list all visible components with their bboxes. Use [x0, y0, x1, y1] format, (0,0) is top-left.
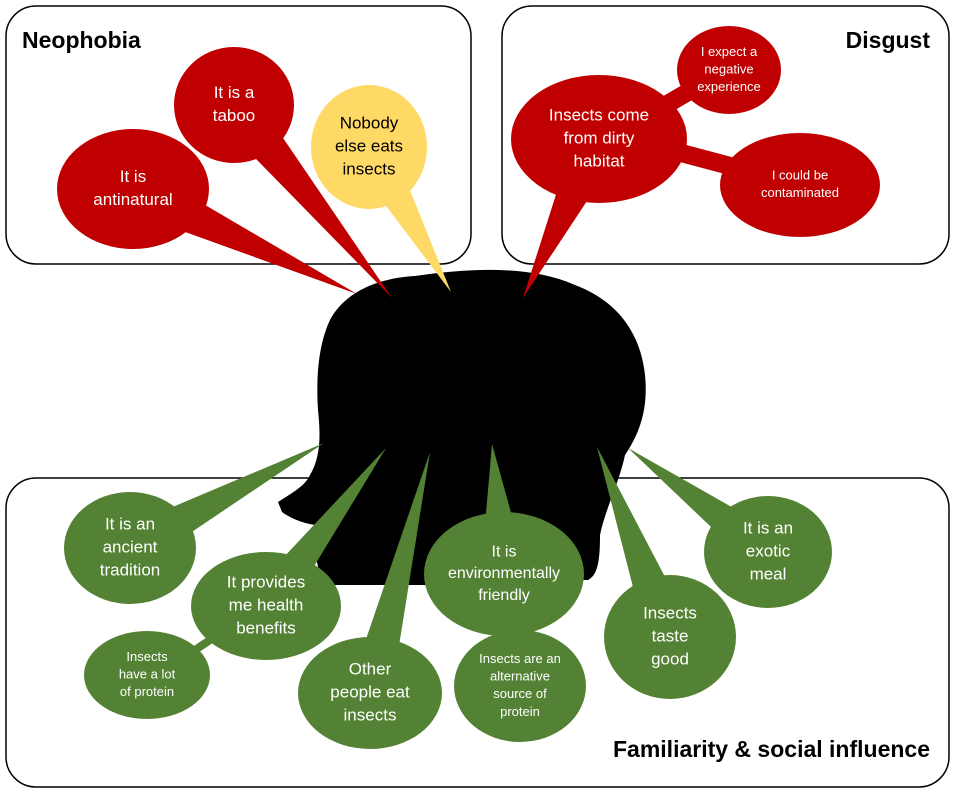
disgust-title: Disgust — [846, 27, 931, 53]
bubble-environmentally-friendly-text-line: It is — [492, 544, 517, 561]
bubble-taboo: It is a taboo — [174, 47, 392, 298]
bubble-environmentally-friendly-body — [424, 512, 584, 636]
bubble-nobody-else-text-line: insects — [343, 159, 396, 178]
bubble-lot-of-protein-text-line: of protein — [120, 684, 174, 699]
bubble-taste-good-body — [604, 575, 736, 699]
speech-bubbles: It is antinatural It is a taboo Nobody else e… — [57, 26, 880, 749]
bubble-taste-good-text-line: Insects — [643, 604, 697, 623]
familiarity-title: Familiarity & social influence — [613, 736, 930, 762]
bubble-contaminated-text-line: I could be — [772, 168, 828, 183]
bubble-negative-experience-text-line: I expect a — [701, 44, 758, 59]
bubble-nobody-else-body — [311, 85, 427, 209]
bubble-lot-of-protein: Insects have a lot of protein — [84, 631, 210, 719]
bubble-other-people: Other people eat insects — [298, 452, 442, 749]
bubble-antinatural: It is antinatural — [57, 129, 357, 294]
neophobia-title: Neophobia — [22, 27, 141, 53]
bubble-ancient-tradition-body — [64, 492, 196, 604]
bubble-dirty-habitat-body — [511, 75, 687, 203]
bubble-health-benefits-text-line: me health — [229, 595, 304, 614]
bubble-alternative-protein-text-line: Insects are an — [479, 651, 561, 666]
bubble-contaminated-body — [720, 133, 880, 237]
bubble-lot-of-protein-body — [84, 631, 210, 719]
bubble-other-people-text-line: insects — [344, 705, 397, 724]
bubble-nobody-else: Nobody else eats insects — [311, 85, 451, 292]
bubble-negative-experience-body — [677, 26, 781, 114]
bubble-negative-experience-text-line: experience — [697, 79, 761, 94]
bubble-dirty-habitat: Insects come from dirty habitat — [511, 75, 687, 298]
bubble-lot-of-protein-text-line: Insects — [126, 649, 168, 664]
bubble-other-people-text-line: people eat — [330, 682, 410, 701]
bubble-exotic-meal-text-line: exotic — [746, 541, 791, 560]
bubble-ancient-tradition-text-line: tradition — [100, 560, 160, 579]
bubble-taste-good-text-line: taste — [652, 626, 689, 645]
bubble-exotic-meal: It is an exotic meal — [628, 448, 832, 608]
bubble-dirty-habitat-text-line: habitat — [573, 151, 624, 170]
bubble-exotic-meal-text-line: meal — [750, 564, 787, 583]
bubble-contaminated: I could be contaminated — [720, 133, 880, 237]
bubble-exotic-meal-body — [704, 496, 832, 608]
bubble-ancient-tradition-text-line: ancient — [103, 537, 158, 556]
bubble-other-people-pointer — [349, 452, 430, 699]
bubble-health-benefits-body — [191, 552, 341, 660]
bubble-negative-experience: I expect a negative experience — [677, 26, 781, 114]
bubble-environmentally-friendly-text-line: friendly — [478, 587, 530, 604]
bubble-ancient-tradition: It is an ancient tradition — [64, 443, 324, 604]
bubble-dirty-habitat-text-line: from dirty — [564, 128, 635, 147]
bubble-taboo-text-line: taboo — [213, 106, 256, 125]
bubble-antinatural-text-line: It is — [120, 167, 146, 186]
bubble-health-benefits-text-line: benefits — [236, 618, 296, 637]
bubble-nobody-else-text-line: else eats — [335, 136, 403, 155]
bubble-nobody-else-text-line: Nobody — [340, 114, 399, 133]
bubble-exotic-meal-text-line: It is an — [743, 519, 793, 538]
bubble-lot-of-protein-text-line: have a lot — [119, 666, 176, 681]
bubble-taste-good-text-line: good — [651, 649, 689, 668]
bubble-health-benefits: It provides me health benefits — [191, 448, 386, 660]
bubble-other-people-text-line: Other — [349, 660, 392, 679]
bubble-environmentally-friendly: It is environmentally friendly — [424, 444, 584, 636]
bubble-taste-good: Insects taste good — [597, 447, 736, 699]
bubble-antinatural-body — [57, 129, 209, 249]
bubble-taboo-body — [174, 47, 294, 163]
bubble-negative-experience-text-line: negative — [704, 61, 753, 76]
bubble-ancient-tradition-text-line: It is an — [105, 515, 155, 534]
bubble-alternative-protein-text-line: source of — [493, 686, 547, 701]
bubble-alternative-protein-body — [454, 630, 586, 742]
bubble-alternative-protein: Insects are an alternative source of protei… — [454, 630, 586, 742]
bubble-alternative-protein-text-line: protein — [500, 704, 540, 719]
bubble-taboo-text-line: It is a — [214, 83, 255, 102]
bubble-dirty-habitat-text-line: Insects come — [549, 106, 649, 125]
bubble-other-people-body — [298, 637, 442, 749]
bubble-health-benefits-text-line: It provides — [227, 573, 305, 592]
bubble-antinatural-text-line: antinatural — [93, 190, 172, 209]
bubble-environmentally-friendly-text-line: environmentally — [448, 565, 560, 582]
bubble-alternative-protein-text-line: alternative — [490, 669, 550, 684]
bubble-contaminated-text-line: contaminated — [761, 185, 839, 200]
head-silhouette — [278, 269, 646, 585]
